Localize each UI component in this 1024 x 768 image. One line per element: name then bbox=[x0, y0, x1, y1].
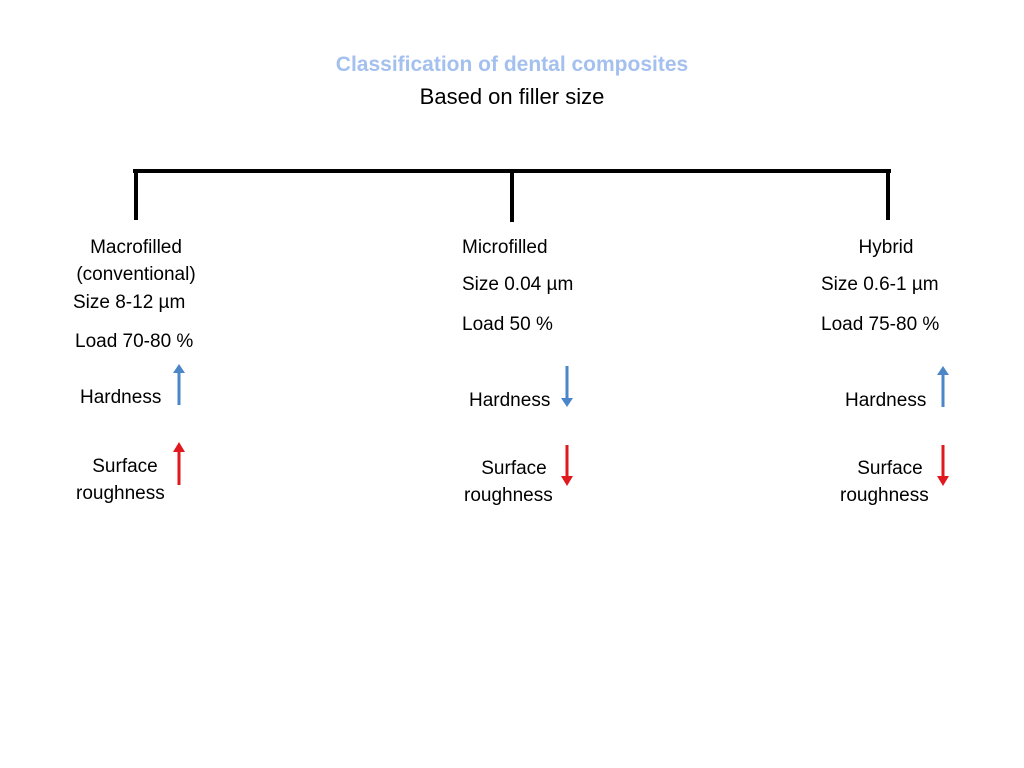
diagram-title: Classification of dental composites bbox=[335, 53, 689, 76]
hybrid-roughness-label: Surface bbox=[857, 458, 923, 479]
microfilled-name: Microfilled bbox=[462, 237, 548, 258]
hybrid-hardness-up-arrow-icon bbox=[937, 366, 949, 407]
hybrid-roughness-down-arrow-icon bbox=[937, 445, 949, 486]
macrofilled-roughness-label: Surface bbox=[92, 456, 158, 477]
microfilled-roughness-label-line2: roughness bbox=[464, 485, 553, 506]
hybrid-hardness-label: Hardness bbox=[845, 390, 927, 411]
microfilled-hardness-label: Hardness bbox=[469, 390, 551, 411]
microfilled-hardness-down-arrow-icon bbox=[561, 366, 573, 407]
macrofilled-name: Macrofilled bbox=[90, 237, 182, 258]
macrofilled-roughness-up-arrow-icon bbox=[173, 442, 185, 485]
microfilled-size: Size 0.04 µm bbox=[462, 274, 574, 295]
macrofilled-name-subtitle: (conventional) bbox=[76, 264, 196, 285]
diagram-subtitle: Based on filler size bbox=[419, 84, 605, 109]
hybrid-name: Hybrid bbox=[858, 237, 914, 258]
macrofilled-hardness-label: Hardness bbox=[80, 387, 162, 408]
hybrid-roughness-label-line2: roughness bbox=[840, 485, 929, 506]
hybrid-size: Size 0.6-1 µm bbox=[821, 274, 939, 295]
macrofilled-roughness-label-line2: roughness bbox=[76, 483, 165, 504]
macrofilled-load: Load 70-80 % bbox=[75, 331, 194, 352]
macrofilled-hardness-up-arrow-icon bbox=[173, 364, 185, 405]
microfilled-roughness-down-arrow-icon bbox=[561, 445, 573, 486]
macrofilled-size: Size 8-12 µm bbox=[73, 292, 186, 313]
microfilled-roughness-label: Surface bbox=[481, 458, 547, 479]
microfilled-load: Load 50 % bbox=[462, 314, 553, 335]
hybrid-load: Load 75-80 % bbox=[821, 314, 940, 335]
